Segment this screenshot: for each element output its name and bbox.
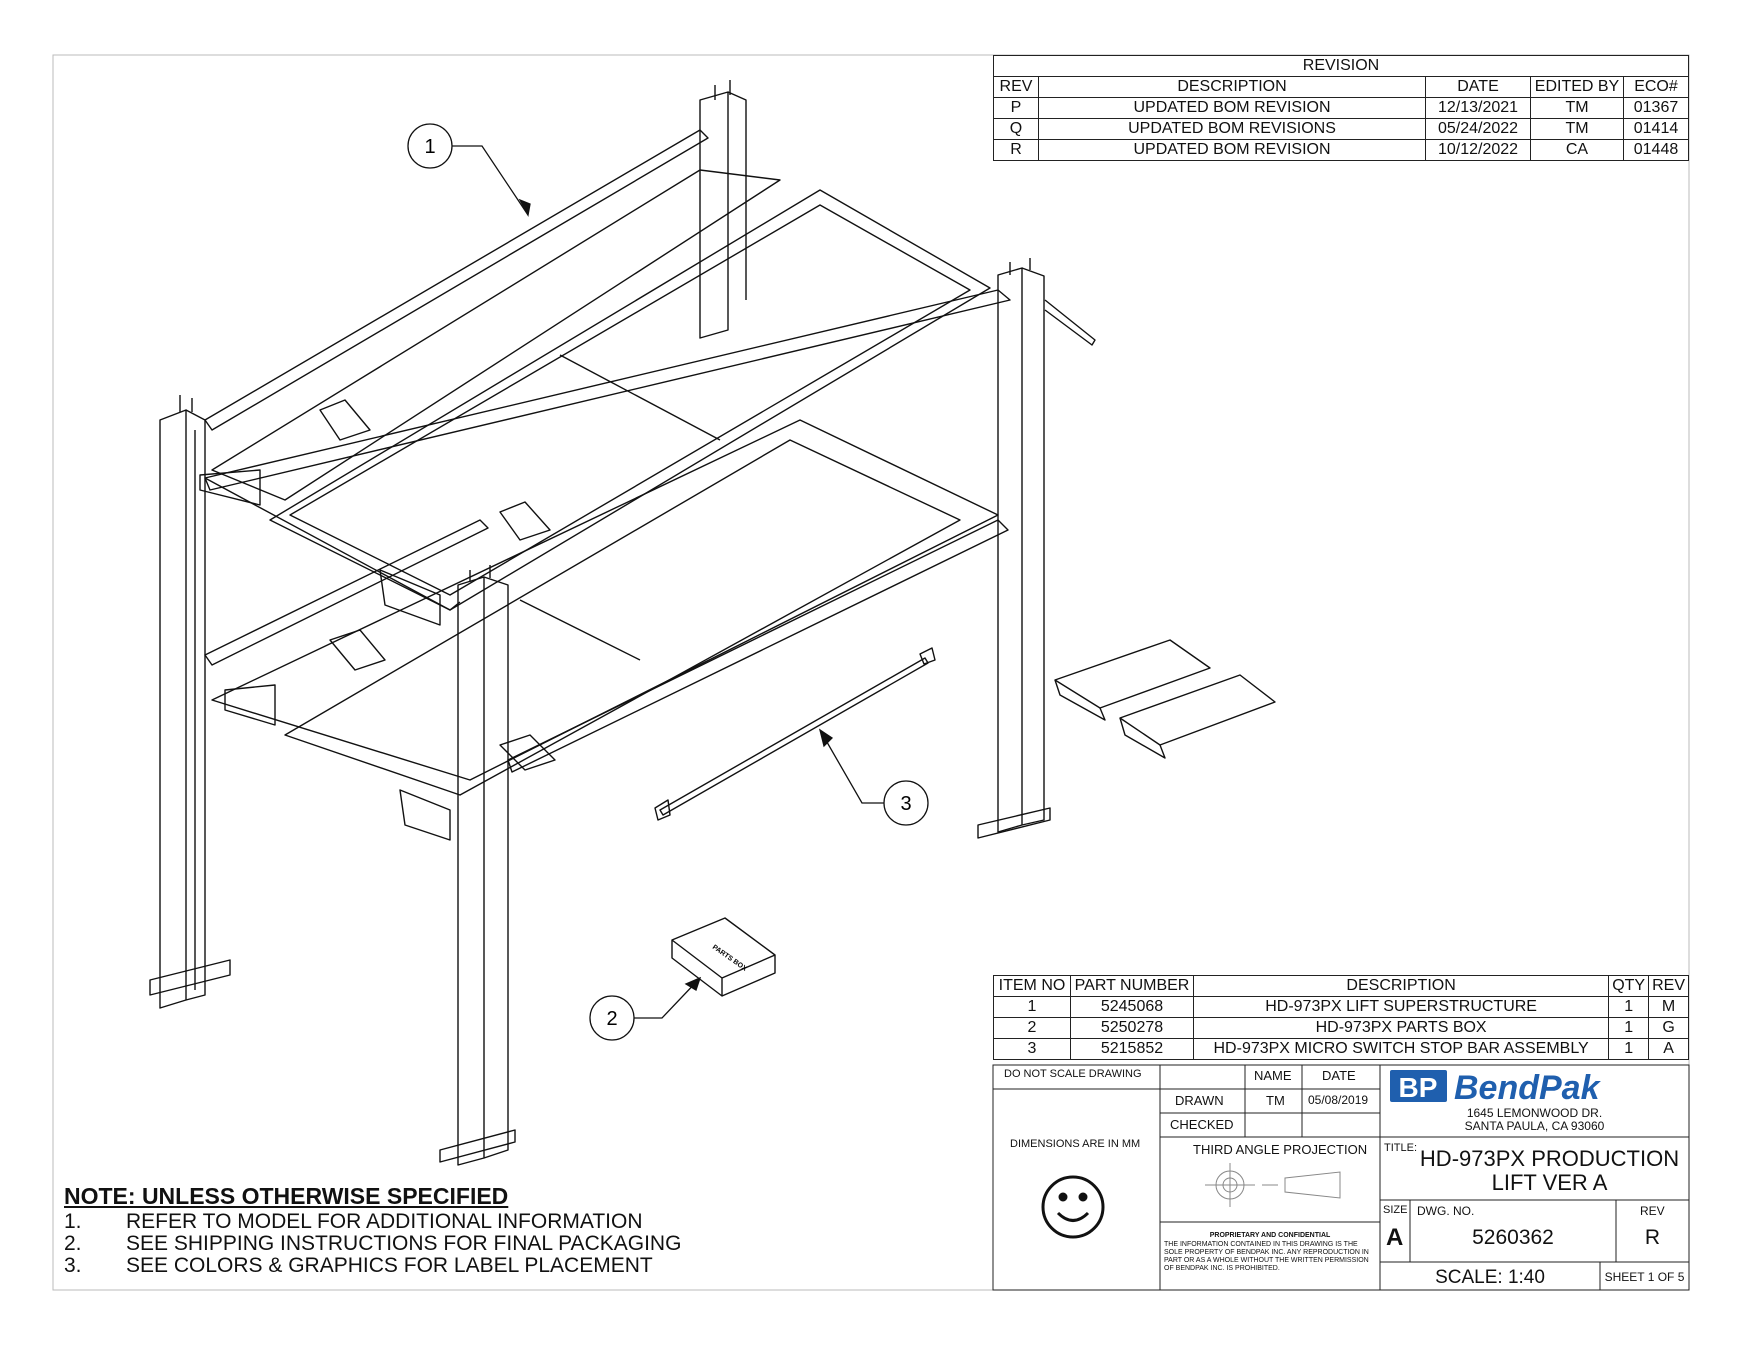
title-label: TITLE: — [1384, 1142, 1418, 1154]
bom-description-header: DESCRIPTION — [1192, 975, 1610, 997]
svg-text:2: 2 — [606, 1008, 617, 1030]
bendpak-logo: BP BendPak — [1390, 1069, 1602, 1107]
bom-rev-header: REV — [1648, 975, 1689, 997]
svg-text:BP: BP — [1399, 1072, 1438, 1103]
scale-label: SCALE: 1:40 — [1435, 1267, 1545, 1288]
revision-table: REVISION REV DESCRIPTION DATE EDITED BY … — [993, 55, 1689, 161]
sheet-label: SHEET 1 OF 5 — [1604, 1270, 1685, 1284]
bom-table: ITEM NO PART NUMBER DESCRIPTION QTY REV … — [993, 975, 1689, 1060]
lift-isometric-drawing — [149, 80, 1276, 1166]
drawing-title-line-2: LIFT VER A — [1491, 1170, 1608, 1195]
parts-box-label: PARTS BOX — [711, 944, 748, 973]
svg-text:BendPak: BendPak — [1454, 1069, 1602, 1107]
date-header: DATE — [1425, 76, 1531, 98]
smiley-icon — [1041, 1175, 1105, 1239]
note-item: 2.SEE SHIPPING INSTRUCTIONS FOR FINAL PA… — [64, 1232, 682, 1255]
drawn-date: 05/08/2019 — [1308, 1093, 1369, 1107]
third-angle-projection-symbol — [1205, 1163, 1341, 1207]
note-item: 3.SEE COLORS & GRAPHICS FOR LABEL PLACEM… — [64, 1254, 653, 1277]
balloon-3: 3 — [883, 780, 929, 826]
size-value: A — [1386, 1224, 1404, 1251]
balloon-1: 1 — [407, 123, 453, 169]
drawn-label: DRAWN — [1175, 1093, 1224, 1108]
title-block-grid — [992, 1064, 1690, 1291]
address-line-2: SANTA PAULA, CA 93060 — [1464, 1119, 1605, 1133]
rev-label: REV — [1640, 1204, 1665, 1218]
date-label: DATE — [1322, 1068, 1356, 1083]
svg-text:1: 1 — [424, 136, 435, 158]
parts-box-drawing — [671, 917, 776, 997]
address-line-1: 1645 LEMONWOOD DR. — [1466, 1106, 1603, 1120]
part-number-header: PART NUMBER — [1070, 975, 1194, 997]
proprietary-title: PROPRIETARY AND CONFIDENTIAL — [1209, 1232, 1331, 1239]
eco-header: ECO# — [1623, 76, 1689, 98]
size-label: SIZE — [1383, 1204, 1408, 1216]
proprietary-text: THE INFORMATION CONTAINED IN THIS DRAWIN… — [1164, 1241, 1369, 1272]
balloon-2: 2 — [589, 995, 635, 1041]
general-notes: NOTE: UNLESS OTHERWISE SPECIFIED 1.REFER… — [64, 1185, 681, 1277]
note-item: 1.REFER TO MODEL FOR ADDITIONAL INFORMAT… — [64, 1210, 643, 1233]
item-no-header: ITEM NO — [993, 975, 1071, 997]
edited-by-header: EDITED BY — [1530, 76, 1624, 98]
rev-header: REV — [993, 76, 1039, 98]
notes-title: NOTE: UNLESS OTHERWISE SPECIFIED — [64, 1183, 509, 1209]
revision-title: REVISION — [993, 55, 1689, 77]
rev-value: R — [1644, 1226, 1661, 1249]
checked-label: CHECKED — [1170, 1117, 1234, 1132]
sheet-border — [52, 54, 1690, 1291]
dwg-no-value: 5260362 — [1472, 1226, 1554, 1249]
name-label: NAME — [1254, 1068, 1292, 1083]
projection-label: THIRD ANGLE PROJECTION — [1193, 1142, 1368, 1157]
description-header: DESCRIPTION — [1038, 76, 1426, 98]
svg-text:3: 3 — [900, 793, 911, 815]
dimensions-label: DIMENSIONS ARE IN MM — [1010, 1138, 1141, 1150]
dwg-no-label: DWG. NO. — [1417, 1204, 1475, 1218]
do-not-scale-label: DO NOT SCALE DRAWING — [1004, 1068, 1142, 1080]
drawing-title-line-1: HD-973PX PRODUCTION — [1419, 1146, 1680, 1171]
qty-header: QTY — [1608, 975, 1650, 997]
drawn-name: TM — [1266, 1093, 1285, 1108]
